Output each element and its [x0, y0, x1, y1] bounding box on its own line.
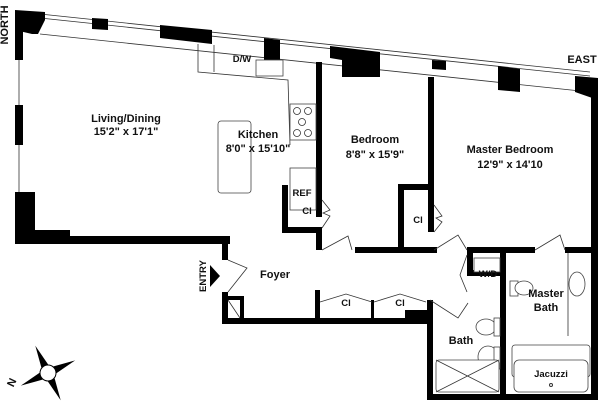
kitchen-island: [217, 120, 252, 194]
dishwasher-label: D/W: [233, 54, 252, 65]
bath-label: Bath: [449, 335, 474, 347]
master-bath-label-line1: Master: [528, 288, 564, 300]
master-bedroom-label: Master Bedroom: [467, 144, 554, 156]
closet-label: Cl: [413, 215, 423, 226]
jacuzzi-label: Jacuzzi: [534, 369, 568, 380]
washer-dryer: [473, 257, 501, 273]
master-sink-icon: [568, 271, 586, 297]
foyer-label: Foyer: [260, 269, 291, 281]
washer-dryer-label: W/D: [479, 269, 498, 280]
refrigerator-label: REF: [293, 188, 312, 199]
east-label: EAST: [567, 54, 597, 66]
kitchen-dims: 8'0" x 15'10": [226, 143, 291, 155]
living-dining-dims: 15'2" x 17'1": [94, 126, 159, 138]
closet-label: Cl: [302, 206, 312, 217]
bath-fixtures: [435, 253, 591, 393]
interior-walls: [226, 62, 598, 400]
kitchen-label: Kitchen: [238, 129, 279, 141]
jacuzzi-tub: [513, 359, 589, 393]
closet-label: Cl: [395, 298, 405, 309]
north-label: NORTH: [0, 5, 11, 44]
refrigerator: [289, 167, 317, 211]
bedroom-label: Bedroom: [351, 134, 400, 146]
closet-label: Cl: [341, 298, 351, 309]
kitchen-fixtures: [197, 44, 317, 211]
master-bedroom-dims: 12'9" x 14'10: [477, 159, 543, 171]
exterior-walls: [15, 10, 598, 400]
doors: [227, 199, 566, 319]
master-bath-label-line2: Bath: [534, 302, 559, 314]
compass-n-label: N: [5, 377, 19, 389]
sink-icon: [255, 59, 284, 77]
bedroom-dims: 8'8" x 15'9": [346, 149, 404, 161]
living-dining-label: Living/Dining: [91, 113, 161, 125]
entry-label: ENTRY: [198, 259, 209, 292]
entry-arrow-icon: [210, 265, 220, 287]
compass-rose-icon: [20, 345, 76, 401]
